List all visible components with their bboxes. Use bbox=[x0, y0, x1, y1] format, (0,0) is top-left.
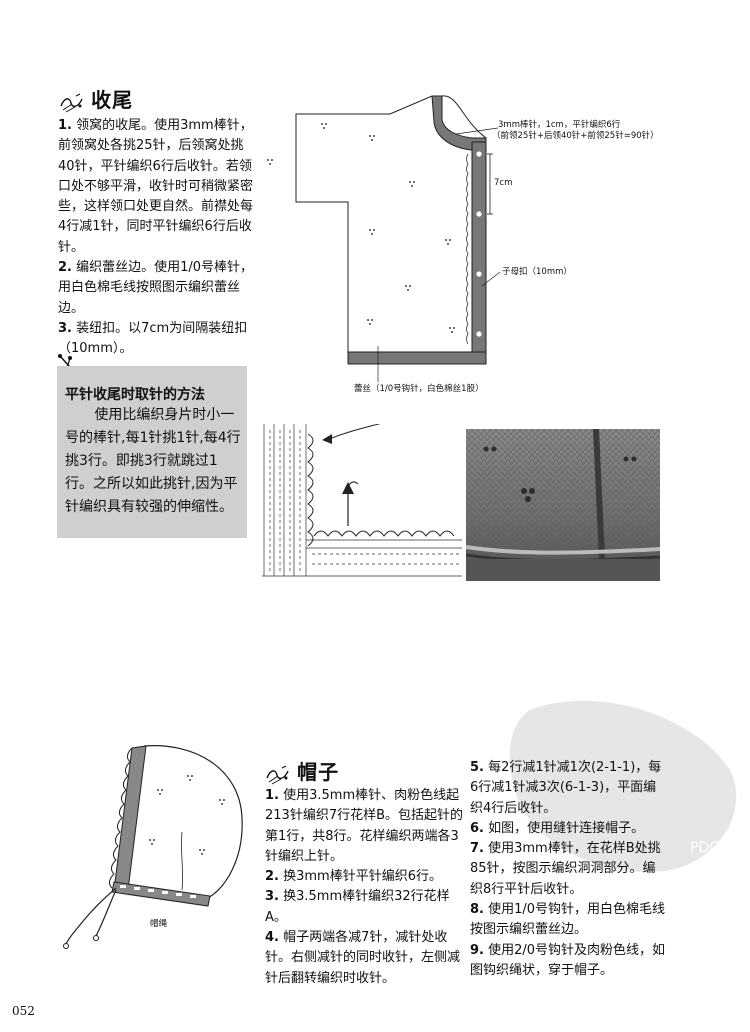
section2-step: 6. 如图，使用缝针连接帽子。 bbox=[470, 820, 645, 836]
section2-step: 1. 使用3.5mm棒针、肉粉色线起213针编织7行花样B。包括起针的第1行，共… bbox=[265, 788, 464, 864]
section2-step: 9. 使用2/0号钩针及肉粉色线，如图钩织绳状，穿于帽子。 bbox=[470, 942, 666, 978]
section2-title: 帽子 bbox=[297, 760, 340, 784]
section2-step: 7. 使用3mm棒针，在花样B处挑85针，按图示编织洞洞部分。编织8行平针后收针… bbox=[470, 841, 661, 897]
section2-steps-left: 1. 使用3.5mm棒针、肉粉色线起213针编织7行花样B。包括起针的第1行，共… bbox=[265, 786, 463, 989]
button-note: 子母扣（10mm） bbox=[502, 267, 572, 277]
page-number: 052 bbox=[12, 1004, 35, 1018]
section2-step: 8. 使用1/0号钩针，用白色棉毛线按图示编织蕾丝边。 bbox=[470, 902, 666, 938]
watermark-seal: PDG bbox=[509, 700, 737, 872]
cord-label: 帽绳 bbox=[150, 919, 168, 929]
knit-photo bbox=[465, 428, 661, 581]
tip-text: 使用比编织身片时小一号的棒针,每1针挑1针,每4行挑3行。即挑3行就跳过1行。之… bbox=[65, 407, 241, 515]
section2-header: 帽子 bbox=[264, 756, 339, 786]
lace-stitch-chart bbox=[262, 424, 462, 577]
section2-step: 4. 帽子两端各减7针，减针处收针。右侧减针的同时收针，左侧减针后翻转编织时收针… bbox=[265, 930, 461, 986]
section2-step: 5. 每2行减1针减1次(2-1-1)，每6行减1针减3次(6-1-3)，平面编… bbox=[470, 760, 662, 816]
section1-title: 收尾 bbox=[91, 88, 134, 112]
bonnet-diagram bbox=[63, 745, 243, 949]
collar-note: 3mm棒针，1cm，平针编织6行 bbox=[498, 120, 621, 130]
lace-note: 蕾丝（1/0号钩针，白色棉丝1股） bbox=[354, 384, 484, 394]
cardigan-diagram bbox=[267, 95, 501, 382]
flourish-icon bbox=[60, 93, 83, 112]
section1-step: 3. 装纽扣。以7cm为间隔装纽扣（10mm）。 bbox=[58, 320, 248, 357]
section2-step: 2. 换3mm棒针平针编织6行。 bbox=[265, 869, 442, 885]
watermark: PDG bbox=[500, 690, 740, 880]
tip-title: 平针收尾时取针的方法 bbox=[65, 387, 205, 403]
section1-header: 收尾 bbox=[58, 84, 133, 114]
section1-step: 1. 领窝的收尾。使用3mm棒针，前领窝处各挑25针，后领窝处挑40针，平针编织… bbox=[58, 118, 254, 255]
section1-step: 2. 编织蕾丝边。使用1/0号棒针，用白色棉毛线按照图示编织蕾丝边。 bbox=[58, 260, 254, 316]
tip-box: 平针收尾时取针的方法 使用比编织身片时小一号的棒针,每1针挑1针,每4行挑3行。… bbox=[57, 366, 247, 538]
collar-stitch-note: （前领25针+后领40针+前领25针=90针） bbox=[492, 131, 659, 141]
flourish-icon bbox=[266, 765, 289, 784]
knit-photo-texture bbox=[465, 428, 661, 581]
dimension-7cm: 7cm bbox=[494, 178, 513, 188]
section1-steps: 1. 领窝的收尾。使用3mm棒针，前领窝处各挑25针，后领窝处挑40针，平针编织… bbox=[58, 116, 258, 360]
section2-step: 3. 换3.5mm棒针编织32行花样A。 bbox=[265, 889, 450, 925]
watermark-text: PDG bbox=[690, 840, 720, 856]
section2-steps-right: 5. 每2行减1针减1次(2-1-1)，每6行减1针减3次(6-1-3)，平面编… bbox=[470, 758, 666, 981]
